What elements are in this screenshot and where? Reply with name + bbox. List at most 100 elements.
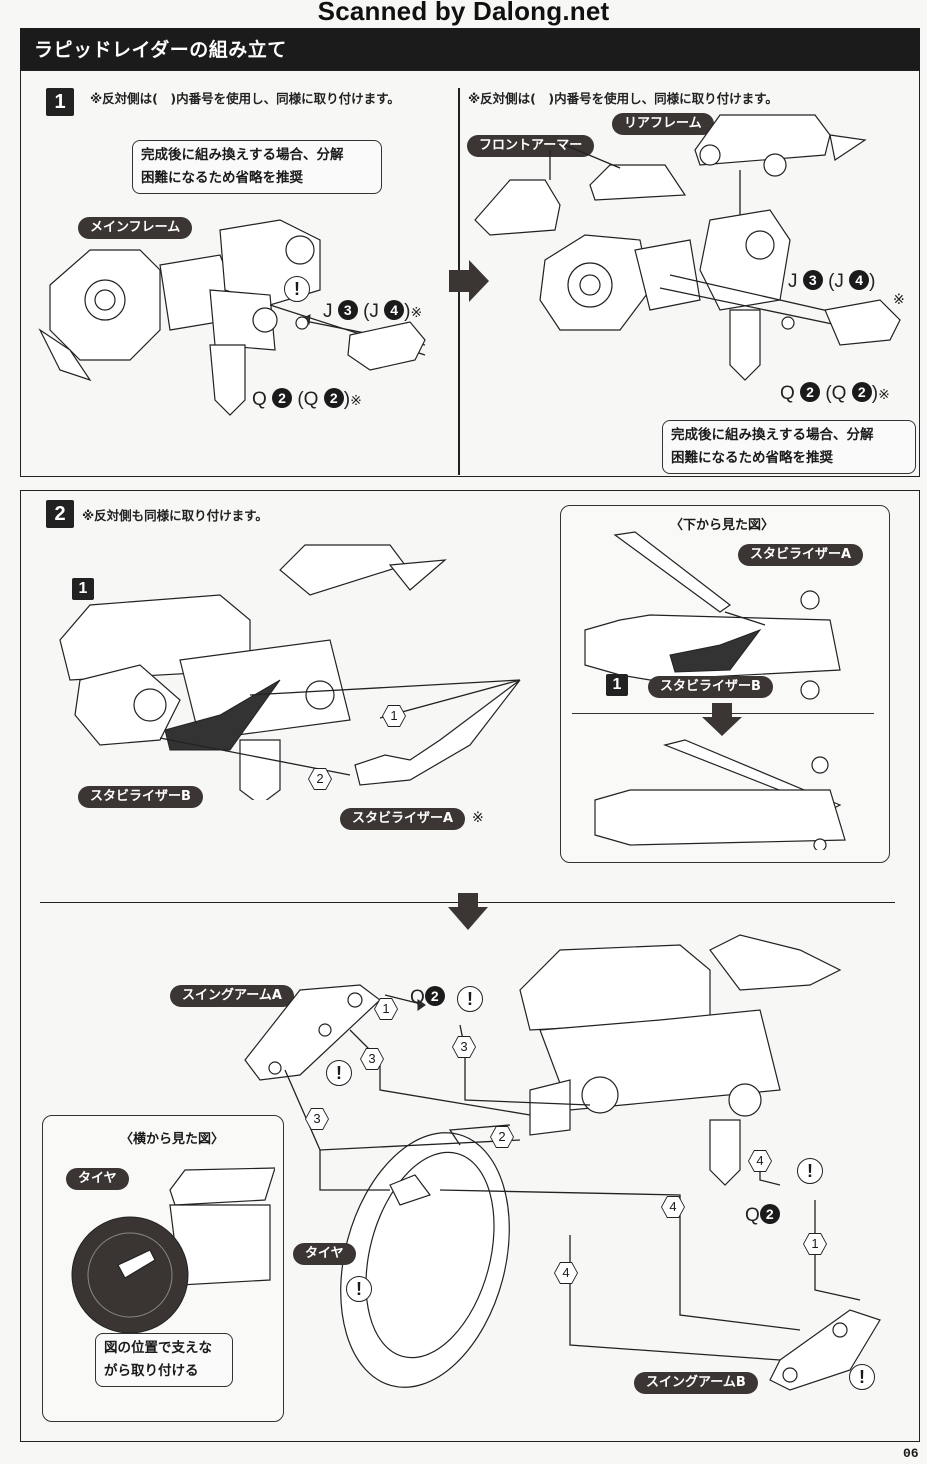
label-swing-arm-a: スイングアームA [170,985,294,1007]
bottom-view-illustration [584,531,841,700]
sequence-number: 3 [453,1037,475,1057]
side-view-illustration [71,1167,275,1334]
sequence-marker: 1 [374,998,398,1020]
part-number-badge-alt: 2 [851,382,872,402]
main-frame-illustration [38,219,426,416]
part-letter: J [788,271,798,292]
sequence-number: 4 [662,1197,684,1217]
down-arrow-icon [702,703,742,736]
part-number-badge: 2 [800,382,821,402]
label-tire: タイヤ [293,1243,356,1265]
bottom-view-title: 〈下から見た図〉 [670,518,775,533]
part-letter-alt: (J [363,301,379,322]
paren-close: ) [404,301,411,322]
warning-icon: ! [346,1276,372,1302]
part-letter-alt: (J [828,271,844,292]
sequence-number: 2 [309,769,331,789]
side-view-title: 〈横から見た図〉 [120,1132,225,1147]
part-number-badge-alt: 4 [849,270,870,290]
step1-left-note: ※反対側は( )内番号を使用し、同様に取り付けます。 [90,91,400,106]
part-number-badge: 3 [802,270,823,290]
part-letter: Q [410,987,425,1008]
warning-icon: ! [284,276,310,302]
label-swing-arm-b: スイングアームB [634,1372,758,1394]
label-main-frame: メインフレーム [78,217,193,239]
step1-left-callout: 完成後に組み換えする場合、分解 困難になるため省略を推奨 [132,140,382,194]
label-tire-side: タイヤ [66,1168,129,1190]
sequence-number: 3 [306,1109,328,1129]
part-j3-label: J 3 (J 4)※ [323,300,422,323]
label-stabilizer-a: スタビライザーA [340,808,466,830]
step1-right-note: ※反対側は( )内番号を使用し、同様に取り付けます。 [468,91,778,106]
label-stabilizer-b-bottom: スタビライザーB [648,676,773,698]
part-number-badge: 2 [759,1204,780,1224]
paren-close: ) [871,383,879,404]
ref-step-1: 1 [72,578,94,600]
label-stabilizer-b: スタビライザーB [78,786,203,808]
side-view-callout: 図の位置で支えな がら取り付ける [95,1333,233,1387]
page-number: 06 [903,1446,919,1461]
sequence-number: 1 [375,999,397,1019]
step-number-1: 1 [46,88,74,116]
sequence-marker: 4 [661,1196,685,1218]
ref-step-1-bottom: 1 [606,674,628,696]
sequence-marker: 1 [382,705,406,727]
sequence-marker: 4 [554,1262,578,1284]
warning-icon: ! [849,1364,875,1390]
sequence-marker: 3 [452,1036,476,1058]
paren-close: ) [343,389,351,410]
sequence-number: 2 [491,1127,513,1147]
warning-icon: ! [797,1158,823,1184]
part-letter: Q [780,383,795,404]
warning-icon: ! [326,1060,352,1086]
sequence-marker: 2 [490,1126,514,1148]
part-number-badge: 2 [424,986,445,1006]
asterisk-mark: ※ [472,810,484,826]
part-q2-label-right: Q 2 (Q 2)※ [780,382,890,405]
asterisk-mark: ※ [410,304,423,320]
asterisk-mark: ※ [350,392,362,408]
stabilizer-assembly-illustration [59,544,521,800]
label-stabilizer-a-bottom: スタビライザーA [738,544,864,566]
part-letter-alt: (Q [297,389,319,410]
step1-frame [20,70,920,477]
part-number-badge: 2 [272,388,293,408]
paren-close: ) [869,271,876,292]
watermark: Scanned by Dalong.net [317,0,610,26]
step1-right-callout: 完成後に組み換えする場合、分解 困難になるため省略を推奨 [662,420,916,474]
part-letter: Q [252,389,267,410]
part-q2-label: Q 2 (Q 2)※ [252,388,362,411]
sequence-marker: 3 [360,1048,384,1070]
asterisk-mark: ※ [878,386,890,402]
label-front-armor: フロントアーマー [467,135,595,157]
part-j3-label-right: J 3 (J 4) [788,270,876,293]
page-title-bar: ラピッドレイダーの組み立て [20,28,920,70]
step2-note: ※反対側も同様に取り付けます。 [82,508,268,523]
part-number-badge-alt: 4 [384,300,405,320]
sequence-marker: 4 [748,1150,772,1172]
step-number-2: 2 [46,500,74,528]
sequence-number: 3 [361,1049,383,1069]
swing-arm-assembly-illustration [244,934,881,1391]
bottom-view-result-illustration [594,739,846,850]
sequence-number: 1 [383,706,405,726]
part-letter-alt: (Q [825,383,847,404]
sequence-marker: 1 [803,1233,827,1255]
page-title: ラピッドレイダーの組み立て [34,39,287,61]
asterisk-mark: ※ [893,292,905,308]
sequence-number: 1 [804,1234,826,1254]
assembly-illustration-step1-right [474,114,901,381]
part-number-badge: 3 [337,300,358,320]
sequence-marker: 2 [308,768,332,790]
warning-icon: ! [457,986,483,1012]
down-arrow-icon [448,893,488,930]
sequence-number: 4 [555,1263,577,1283]
part-number-badge-alt: 2 [323,388,344,408]
part-letter: J [323,301,333,322]
next-step-arrow-icon [449,260,489,302]
sequence-marker: 3 [305,1108,329,1130]
step2-frame [20,490,920,1442]
sequence-number: 4 [749,1151,771,1171]
